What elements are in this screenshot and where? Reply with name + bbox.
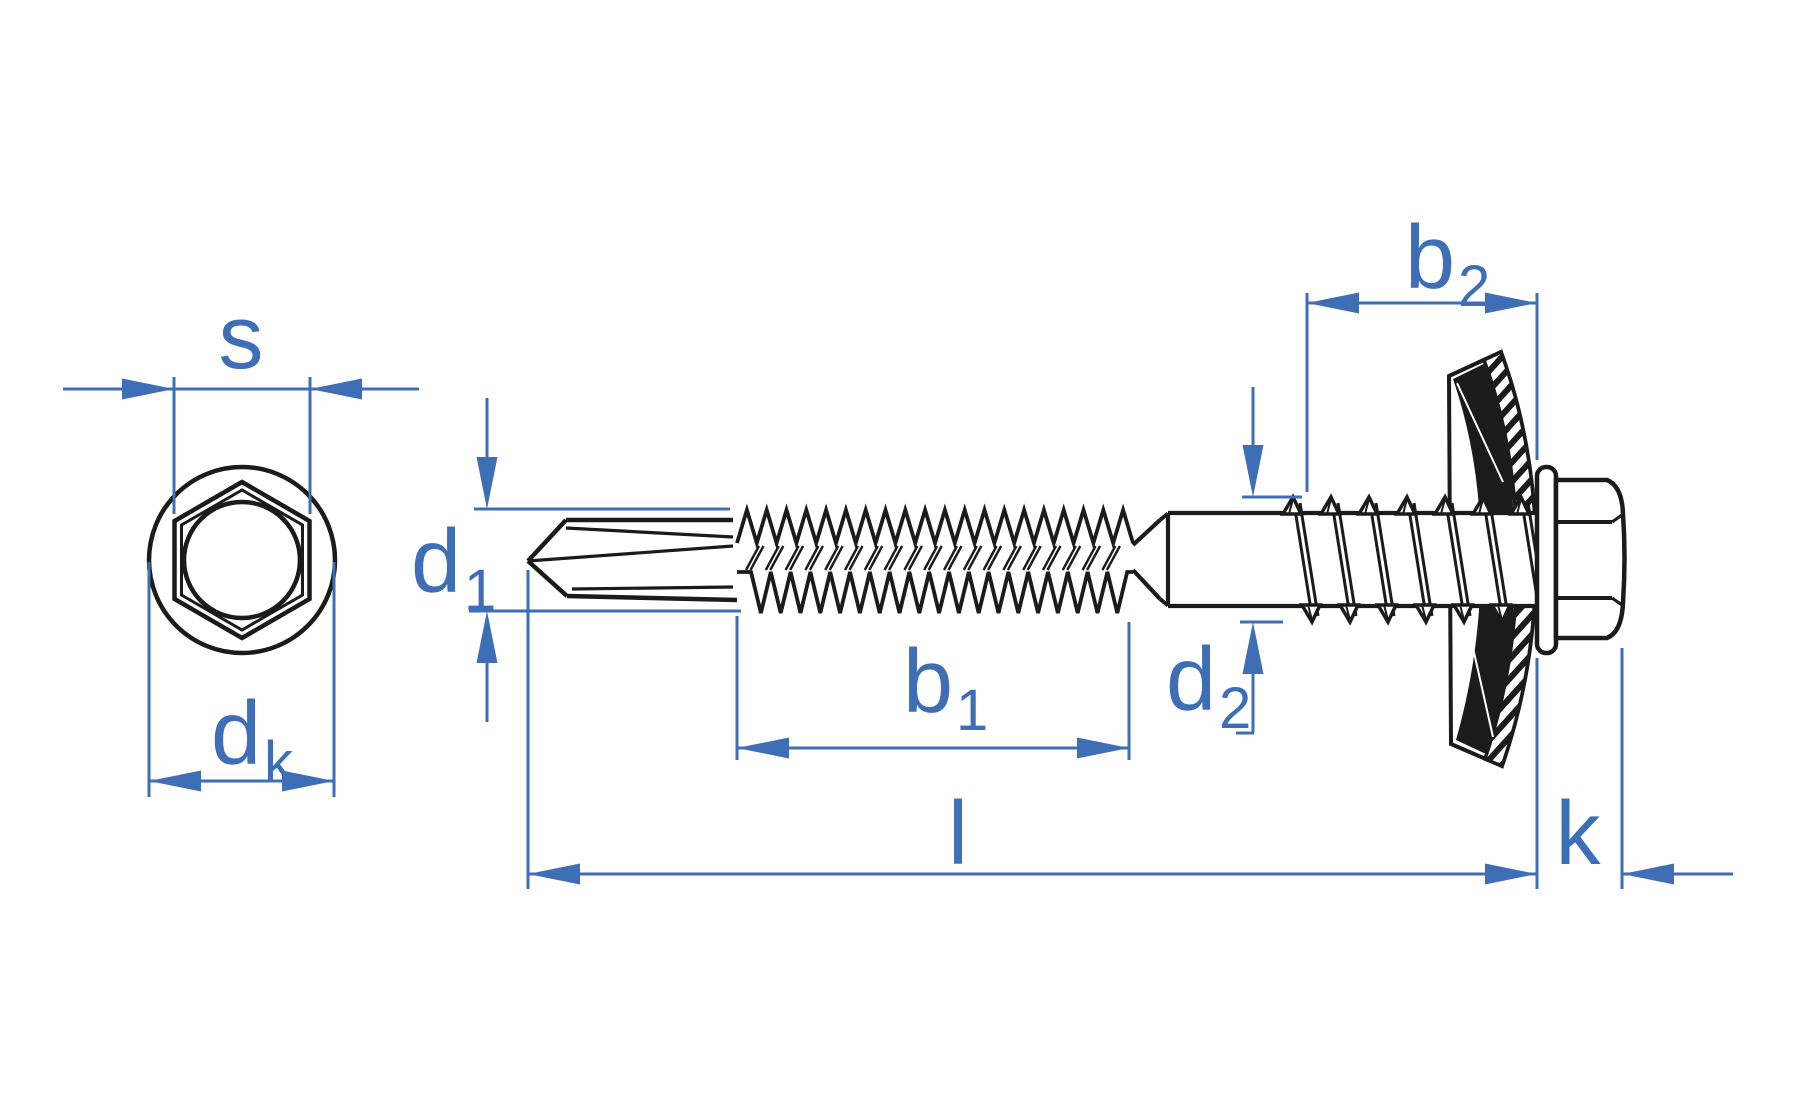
dimension-dk: [147, 562, 336, 797]
dimension-label-b1-sub: 1: [956, 678, 988, 743]
flange-washer: [1534, 464, 1559, 656]
dimension-labels: s d k d 1 b 1 d 2 b 2 l k: [211, 208, 1602, 884]
main-thread: [735, 503, 1135, 614]
dimension-s: [63, 377, 419, 514]
dimension-label-d1-sub: 1: [464, 558, 496, 623]
support-thread: [1279, 493, 1548, 626]
dimension-b2: [1305, 292, 1539, 492]
dimension-label-b2-sub: 2: [1458, 254, 1490, 319]
dimension-label-b2: b: [1405, 208, 1455, 308]
dimension-label-dk: d: [211, 684, 261, 784]
shank: [1131, 510, 1548, 609]
dimension-label-s: s: [219, 288, 264, 388]
dimension-d1: [469, 398, 741, 722]
screw-side-view: [526, 349, 1627, 769]
dimension-lines: [63, 292, 1733, 889]
dimension-label-d2: d: [1166, 630, 1216, 730]
dimension-label-dk-sub: k: [264, 730, 294, 795]
drill-point: [526, 517, 738, 603]
dimension-k: [1620, 648, 1733, 889]
head-front-view: [146, 464, 338, 656]
dimension-l: [526, 570, 1539, 889]
hex-head: [1534, 464, 1627, 656]
dimension-label-d1: d: [411, 512, 461, 612]
dimension-label-d2-sub: 2: [1219, 676, 1251, 741]
dimension-label-l: l: [948, 784, 968, 884]
dimension-label-b1: b: [903, 632, 953, 732]
dimension-d2: [1236, 387, 1302, 735]
dimension-b1: [735, 616, 1131, 760]
dimension-label-k: k: [1556, 784, 1602, 884]
